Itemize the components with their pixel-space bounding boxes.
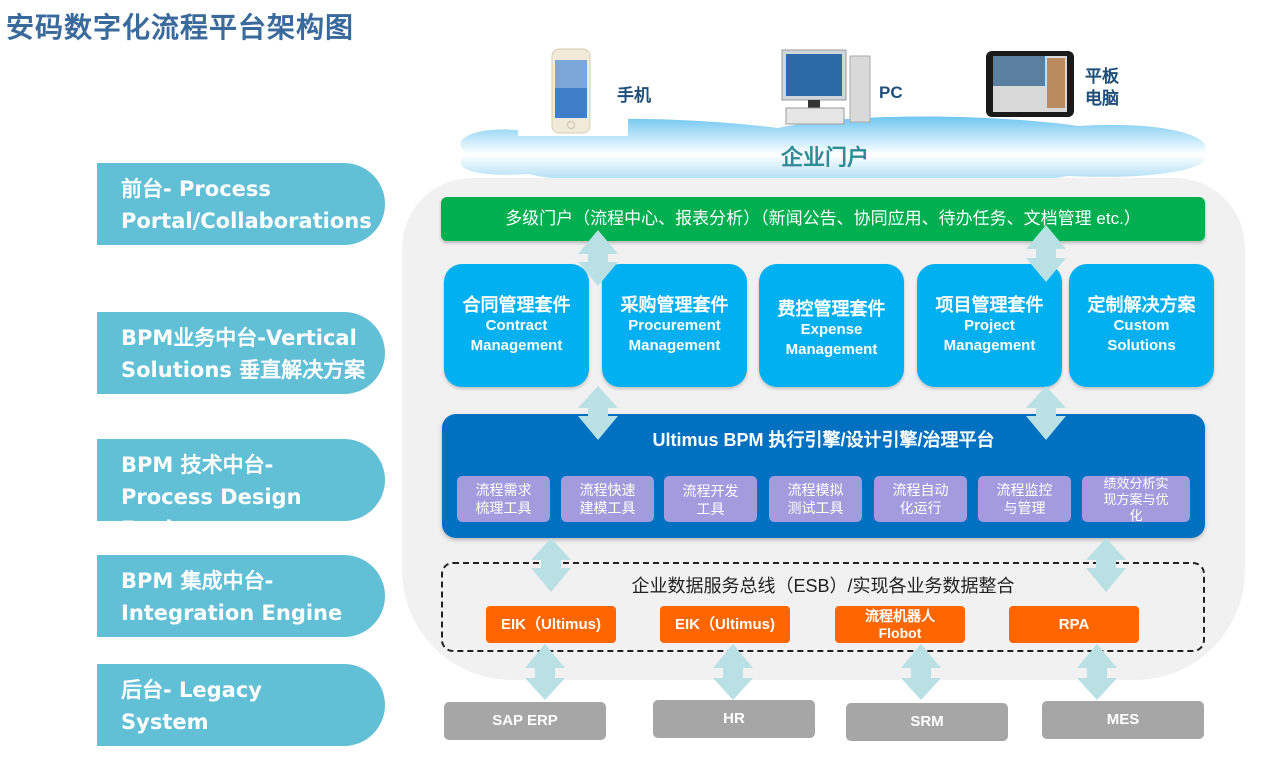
bpm-engine-panel: Ultimus BPM 执行引擎/设计引擎/治理平台 流程需求 梳理工具 流程快… <box>442 414 1205 538</box>
suite-project: 项目管理套件 Project Management <box>917 264 1062 387</box>
legacy-srm: SRM <box>846 703 1008 741</box>
engine-title: Ultimus BPM 执行引擎/设计引擎/治理平台 <box>652 430 995 450</box>
suite-cn-label: 项目管理套件 <box>935 295 1044 315</box>
esb-title: 企业数据服务总线（ESB）/实现各业务数据整合 <box>631 576 1015 596</box>
tool-modeling: 流程快速 建模工具 <box>561 476 654 522</box>
layer-label-tech: BPM 技术中台- Process Design Engine <box>97 439 385 521</box>
layer-label-business: BPM业务中台-Vertical Solutions 垂直解决方案 <box>97 312 385 394</box>
suite-contract: 合同管理套件 Contract Management <box>444 264 589 387</box>
suite-expense: 费控管理套件 Expense Management <box>759 264 904 387</box>
esb-item-flobot: 流程机器人 Flobot <box>835 606 965 643</box>
legacy-sap-erp: SAP ERP <box>444 702 606 740</box>
suite-en-label: Project Management <box>943 317 1036 354</box>
suite-en-label: Procurement Management <box>628 317 721 354</box>
suite-en-label: Expense Management <box>785 321 878 358</box>
suite-cn-label: 采购管理套件 <box>620 295 729 315</box>
tablet-label: 平板 电脑 <box>1085 67 1119 108</box>
suite-cn-label: 合同管理套件 <box>462 295 571 315</box>
legacy-mes: MES <box>1042 701 1204 739</box>
suite-custom: 定制解决方案 Custom Solutions <box>1069 264 1214 387</box>
multi-level-portal-bar: 多级门户（流程中心、报表分析）（新闻公告、协同应用、待办任务、文档管理 etc.… <box>441 197 1205 241</box>
tool-monitoring: 流程监控 与管理 <box>978 476 1071 522</box>
legacy-hr: HR <box>653 700 815 738</box>
phone-label: 手机 <box>617 86 651 105</box>
esb-item-eik-2: EIK（Ultimus) <box>660 606 790 643</box>
suite-cn-label: 费控管理套件 <box>777 299 886 319</box>
portal-cloud-label: 企业门户 <box>780 145 869 170</box>
tool-development: 流程开发 工具 <box>664 476 757 522</box>
esb-container <box>441 562 1205 652</box>
suite-procurement: 采购管理套件 Procurement Management <box>602 264 747 387</box>
tool-automation: 流程自动 化运行 <box>874 476 967 522</box>
cloud-shape <box>460 116 1206 186</box>
page-title: 安码数字化流程平台架构图 <box>6 12 355 43</box>
tool-simulation: 流程模拟 测试工具 <box>769 476 862 522</box>
suite-cn-label: 定制解决方案 <box>1087 295 1196 315</box>
layer-label-front: 前台- Process Portal/Collaborations <box>97 163 385 245</box>
suite-en-label: Contract Management <box>470 317 563 354</box>
layer-label-integration: BPM 集成中台- Integration Engine <box>97 555 385 637</box>
tool-performance: 绩效分析实 现方案与优 化 <box>1082 476 1190 523</box>
tablet-icon <box>986 51 1074 117</box>
pc-icon <box>781 49 871 125</box>
esb-item-eik-1: EIK（Ultimus) <box>486 606 616 643</box>
esb-item-rpa: RPA <box>1009 606 1139 643</box>
pc-label: PC <box>879 83 903 102</box>
suite-en-label: Custom Solutions <box>1107 317 1176 354</box>
phone-icon <box>551 48 591 134</box>
layer-label-legacy: 后台- Legacy System <box>97 664 385 746</box>
phone-device <box>518 48 628 136</box>
tool-requirements: 流程需求 梳理工具 <box>457 476 550 522</box>
